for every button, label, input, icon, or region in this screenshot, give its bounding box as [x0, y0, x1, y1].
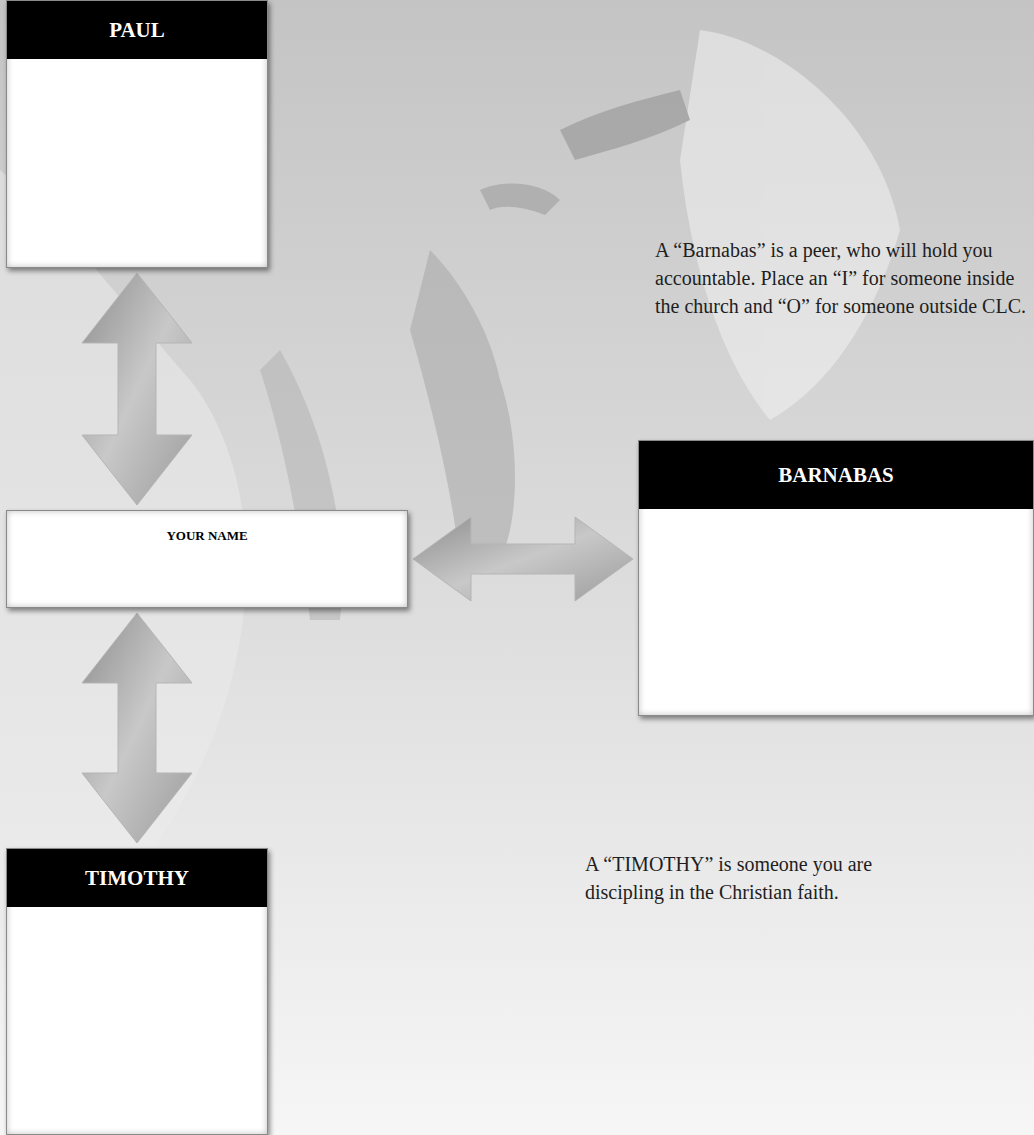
name-field: YOUR NAME — [7, 511, 407, 544]
silhouette-shape — [560, 90, 690, 160]
silhouette-shape — [680, 30, 900, 420]
box-heading: PAUL — [7, 1, 267, 59]
note-text: A “Barnabas” is a peer, who will hold yo… — [655, 236, 1027, 320]
note-text: A “TIMOTHY” is someone you are disciplin… — [585, 850, 925, 906]
double-arrow — [82, 613, 192, 843]
silhouette-shape — [480, 183, 560, 215]
peer-box: BARNABAS — [638, 440, 1034, 716]
mentor-box: PAUL — [6, 0, 268, 268]
box-heading: BARNABAS — [639, 441, 1033, 509]
silhouette-shape — [410, 250, 515, 560]
box-heading: TIMOTHY — [7, 849, 267, 907]
double-arrow — [82, 273, 192, 505]
double-arrow — [413, 517, 633, 601]
self-box: YOUR NAME — [6, 510, 408, 608]
disciple-box: TIMOTHY — [6, 848, 268, 1135]
